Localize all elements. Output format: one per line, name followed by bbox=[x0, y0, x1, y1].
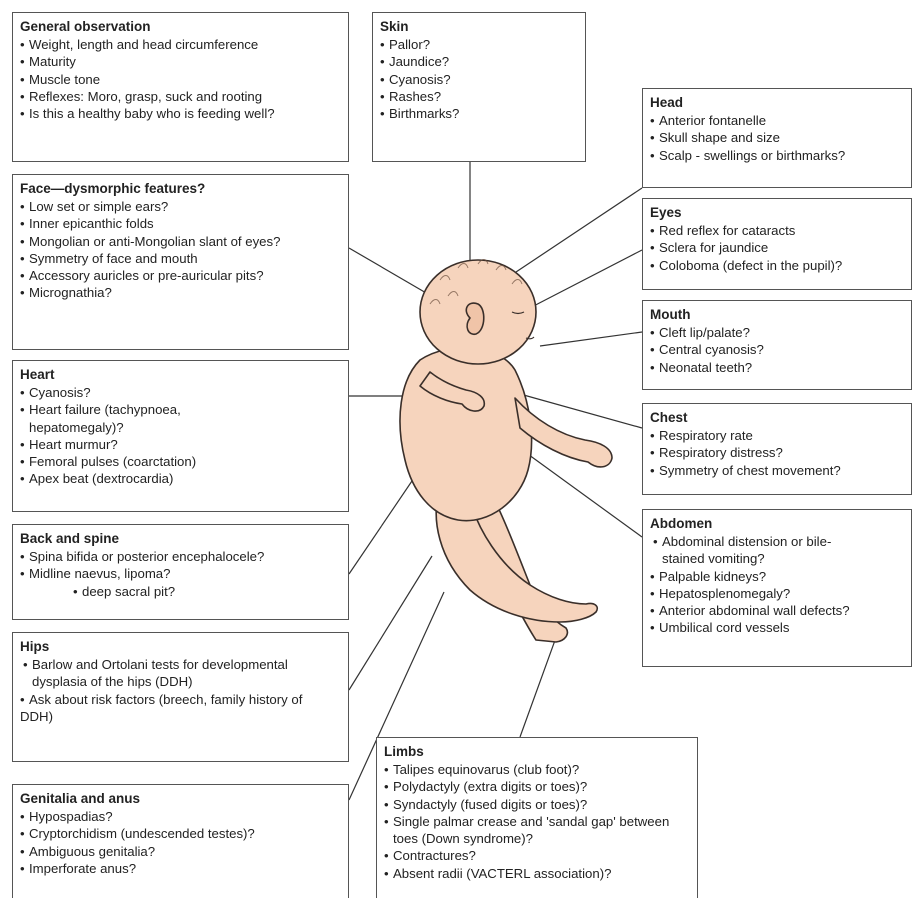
general-observation-box: General observation Weight, length and h… bbox=[12, 12, 349, 162]
leader-genitalia bbox=[348, 591, 445, 801]
eyes-item: Sclera for jaundice bbox=[650, 239, 905, 256]
face-item: Low set or simple ears? bbox=[20, 198, 342, 215]
skin-item: Rashes? bbox=[380, 88, 579, 105]
skin-box: Skin Pallor? Jaundice? Cyanosis? Rashes?… bbox=[372, 12, 586, 162]
baby-hair bbox=[429, 259, 523, 305]
limbs-item: Talipes equinovarus (club foot)? bbox=[384, 761, 691, 778]
face-item: Symmetry of face and mouth bbox=[20, 250, 342, 267]
genitalia-item: Cryptorchidism (undescended testes)? bbox=[20, 825, 342, 842]
skin-title: Skin bbox=[380, 19, 409, 34]
chest-title: Chest bbox=[650, 410, 688, 425]
heart-title: Heart bbox=[20, 367, 55, 382]
back-spine-box: Back and spine Spina bifida or posterior… bbox=[12, 524, 349, 620]
abdomen-item: Palpable kidneys? bbox=[650, 568, 905, 585]
chest-box: Chest Respiratory rate Respiratory distr… bbox=[642, 403, 912, 495]
limbs-box: Limbs Talipes equinovarus (club foot)? P… bbox=[376, 737, 698, 898]
genitalia-item: Ambiguous genitalia? bbox=[20, 843, 342, 860]
mouth-item: Cleft lip/palate? bbox=[650, 324, 905, 341]
right-leg bbox=[435, 487, 599, 623]
closed-eye bbox=[511, 311, 525, 315]
skin-item: Pallor? bbox=[380, 36, 579, 53]
general-item: Muscle tone bbox=[20, 71, 342, 88]
heart-item: Femoral pulses (coarctation) bbox=[20, 453, 342, 470]
far-arm bbox=[514, 397, 613, 468]
hips-item: Barlow and Ortolani tests for developmen… bbox=[20, 656, 342, 691]
eyes-title: Eyes bbox=[650, 205, 682, 220]
limbs-item: Contractures? bbox=[384, 847, 691, 864]
head-item: Anterior fontanelle bbox=[650, 112, 905, 129]
general-observation-title: General observation bbox=[20, 19, 151, 34]
leader-mouth bbox=[539, 331, 643, 347]
limbs-item: Single palmar crease and 'sandal gap' be… bbox=[384, 813, 691, 848]
back-item: Spina bifida or posterior encephalocele? bbox=[20, 548, 342, 565]
abdomen-item: Abdominal distension or bile-stained vom… bbox=[650, 533, 905, 568]
torso bbox=[399, 346, 533, 522]
leader-head bbox=[515, 187, 643, 273]
leader-eyes bbox=[521, 249, 643, 313]
limbs-item: Polydactyly (extra digits or toes)? bbox=[384, 778, 691, 795]
genitalia-title: Genitalia and anus bbox=[20, 791, 141, 806]
eyes-item: Coloboma (defect in the pupil)? bbox=[650, 257, 905, 274]
face-item: Accessory auricles or pre-auricular pits… bbox=[20, 267, 342, 284]
mouth-box: Mouth Cleft lip/palate? Central cyanosis… bbox=[642, 300, 912, 390]
general-item: Reflexes: Moro, grasp, suck and rooting bbox=[20, 88, 342, 105]
eyes-item: Red reflex for cataracts bbox=[650, 222, 905, 239]
back-item: deep sacral pit? bbox=[20, 583, 342, 600]
heart-item: Apex beat (dextrocardia) bbox=[20, 470, 342, 487]
abdomen-item: Umbilical cord vessels bbox=[650, 619, 905, 636]
skin-item: Birthmarks? bbox=[380, 105, 579, 122]
mouth-title: Mouth bbox=[650, 307, 691, 322]
baby-figure bbox=[399, 259, 613, 643]
abdomen-box: Abdomen Abdominal distension or bile-sta… bbox=[642, 509, 912, 667]
genitalia-item: Hypospadias? bbox=[20, 808, 342, 825]
hips-item: Ask about risk factors (breech, family h… bbox=[20, 691, 342, 726]
heart-item: Heart murmur? bbox=[20, 436, 342, 453]
hips-title: Hips bbox=[20, 639, 50, 654]
general-item: Is this a healthy baby who is feeding we… bbox=[20, 105, 342, 122]
leader-chest bbox=[519, 393, 643, 429]
chest-item: Symmetry of chest movement? bbox=[650, 462, 905, 479]
head-title: Head bbox=[650, 95, 684, 110]
head-item: Skull shape and size bbox=[650, 129, 905, 146]
general-item: Weight, length and head circumference bbox=[20, 36, 342, 53]
back-spine-title: Back and spine bbox=[20, 531, 120, 546]
eyes-box: Eyes Red reflex for cataracts Sclera for… bbox=[642, 198, 912, 290]
genitalia-anus-box: Genitalia and anus Hypospadias? Cryptorc… bbox=[12, 784, 349, 898]
limbs-title: Limbs bbox=[384, 744, 424, 759]
hips-box: Hips Barlow and Ortolani tests for devel… bbox=[12, 632, 349, 762]
leader-limbs bbox=[519, 631, 559, 738]
heart-box: Heart Cyanosis? Heart failure (tachypnoe… bbox=[12, 360, 349, 512]
ear bbox=[465, 302, 485, 336]
leader-back bbox=[348, 477, 415, 575]
leader-abdomen bbox=[524, 451, 643, 538]
face-item: Micrognathia? bbox=[20, 284, 342, 301]
limbs-item: Syndactyly (fused digits or toes)? bbox=[384, 796, 691, 813]
mouth-item: Central cyanosis? bbox=[650, 341, 905, 358]
skin-item: Jaundice? bbox=[380, 53, 579, 70]
abdomen-item: Anterior abdominal wall defects? bbox=[650, 602, 905, 619]
face-title: Face—dysmorphic features? bbox=[20, 181, 206, 196]
near-arm bbox=[419, 371, 486, 412]
head-item: Scalp - swellings or birthmarks? bbox=[650, 147, 905, 164]
face-item: Inner epicanthic folds bbox=[20, 215, 342, 232]
chest-item: Respiratory rate bbox=[650, 427, 905, 444]
head-box: Head Anterior fontanelle Skull shape and… bbox=[642, 88, 912, 188]
abdomen-item: Hepatosplenomegaly? bbox=[650, 585, 905, 602]
face-box: Face—dysmorphic features? Low set or sim… bbox=[12, 174, 349, 350]
chest-item: Respiratory distress? bbox=[650, 444, 905, 461]
abdomen-title: Abdomen bbox=[650, 516, 713, 531]
heart-item: Cyanosis? bbox=[20, 384, 342, 401]
limbs-item: Absent radii (VACTERL association)? bbox=[384, 865, 691, 882]
mouth-line bbox=[525, 336, 535, 340]
skin-item: Cyanosis? bbox=[380, 71, 579, 88]
mouth-item: Neonatal teeth? bbox=[650, 359, 905, 376]
back-item: Midline naevus, lipoma? bbox=[20, 565, 342, 582]
general-item: Maturity bbox=[20, 53, 342, 70]
face-item: Mongolian or anti-Mongolian slant of eye… bbox=[20, 233, 342, 250]
baby-features bbox=[511, 311, 535, 340]
genitalia-item: Imperforate anus? bbox=[20, 860, 342, 877]
leader-hips bbox=[348, 555, 433, 691]
heart-item: Heart failure (tachypnoea, hepatomegaly)… bbox=[20, 401, 342, 436]
